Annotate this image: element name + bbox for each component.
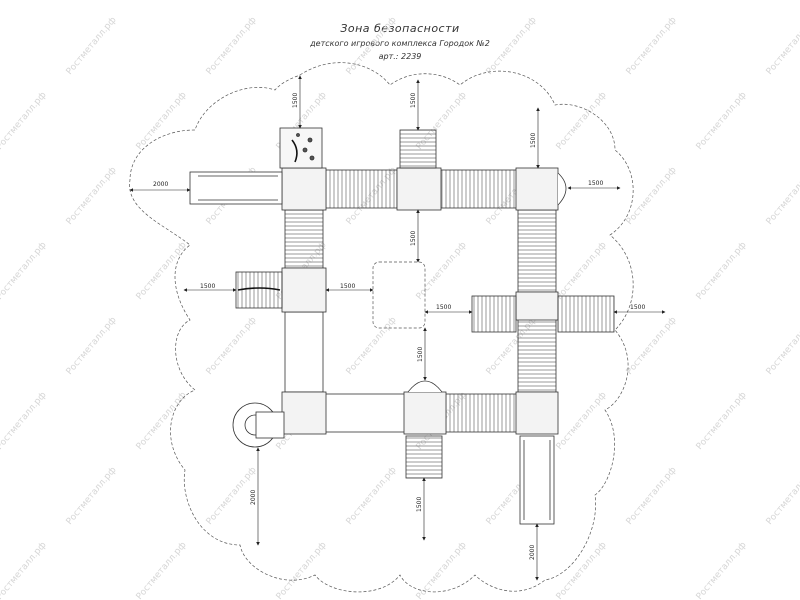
ladder-bottom xyxy=(405,435,443,479)
watermark-text: Ростметалл.рф xyxy=(135,540,189,600)
watermark-text: Ростметалл.рф xyxy=(345,315,399,377)
platform-bottom-right xyxy=(515,391,559,435)
bridge-bottom-right xyxy=(444,393,518,433)
safety-zone-outline xyxy=(129,62,634,593)
watermark-text: Ростметалл.рф xyxy=(65,465,119,527)
watermark-text: Ростметалл.рф xyxy=(695,540,749,600)
dim-center-lower: 1500 xyxy=(417,347,424,362)
ladder-right-inner xyxy=(471,295,517,333)
dim-top-ladder: 1500 xyxy=(410,93,417,108)
watermark-text: Ростметалл.рф xyxy=(65,165,119,227)
platform-left-mid xyxy=(281,267,327,313)
bridge-left-lower xyxy=(284,311,324,393)
climbing-wall xyxy=(279,127,323,169)
article-number: арт.: 2239 xyxy=(378,52,422,61)
dim-bottom-ladder: 1500 xyxy=(416,497,423,512)
bridge-right-lower xyxy=(517,317,557,393)
roof-bottom-mid xyxy=(407,380,443,393)
bridge-top-right xyxy=(439,169,519,209)
watermark-text: Ростметалл.рф xyxy=(415,0,469,2)
dim-right-top: 1500 xyxy=(588,180,603,187)
dim-left-middle: 1500 xyxy=(200,283,215,290)
slide-bottom-right xyxy=(519,435,555,525)
watermark-text: Ростметалл.рф xyxy=(65,15,119,77)
ladder-right-outer xyxy=(557,295,615,333)
watermark-text: Ростметалл.рф xyxy=(555,90,609,152)
watermark-text: Ростметалл.рф xyxy=(135,240,189,302)
dim-top-left-slide: 2000 xyxy=(153,181,168,188)
dim-center-left: 1500 xyxy=(340,283,355,290)
watermark-text: Ростметалл.рф xyxy=(555,390,609,452)
watermark-text: Ростметалл.рф xyxy=(135,0,189,2)
watermark-text: Ростметалл.рф xyxy=(555,0,609,2)
watermark-text: Ростметалл.рф xyxy=(695,90,749,152)
platform-top-right xyxy=(515,167,559,211)
dimension-labels: 2000 1500 1500 1500 1500 1500 1500 1500 … xyxy=(153,93,645,560)
dim-center-right: 1500 xyxy=(436,304,451,311)
watermark-text: Ростметалл.рф xyxy=(765,465,800,527)
watermark-text: Ростметалл.рф xyxy=(205,315,259,377)
dim-bottom-spiral: 2000 xyxy=(250,490,257,505)
bridge-top-left xyxy=(324,169,398,209)
watermark-text: Ростметалл.рф xyxy=(765,165,800,227)
watermark-text: Ростметалл.рф xyxy=(695,0,749,2)
platform-bottom-mid xyxy=(403,391,447,435)
watermark-text: Ростметалл.рф xyxy=(0,540,49,600)
watermark-text: Ростметалл.рф xyxy=(485,15,539,77)
watermark-text: Ростметалл.рф xyxy=(625,465,679,527)
dimension-lines xyxy=(129,75,666,581)
roof-top-right xyxy=(557,172,567,206)
watermark-text: Ростметалл.рф xyxy=(135,390,189,452)
watermark-text: Ростметалл.рф xyxy=(555,540,609,600)
bridge-left-upper xyxy=(284,209,324,269)
watermark-text: Ростметалл.рф xyxy=(275,0,329,2)
watermark-text: Ростметалл.рф xyxy=(205,15,259,77)
watermark-text: Ростметалл.рф xyxy=(555,240,609,302)
watermark-text: Ростметалл.рф xyxy=(135,90,189,152)
watermark-text: Ростметалл.рф xyxy=(625,315,679,377)
platform-top-mid xyxy=(396,167,442,211)
watermark-text: Ростметалл.рф xyxy=(765,15,800,77)
watermark-text: Ростметалл.рф xyxy=(415,240,469,302)
platform-top-left xyxy=(281,167,327,211)
watermark-text: Ростметалл.рф xyxy=(65,315,119,377)
drawing-subtitle: детского игрового комплекса Городок №2 xyxy=(310,39,490,48)
dim-center-vertical: 1500 xyxy=(410,231,417,246)
dim-bottom-slide: 2000 xyxy=(529,545,536,560)
center-zone xyxy=(372,261,426,329)
ladder-top xyxy=(399,129,437,169)
watermark-text: Ростметалл.рф xyxy=(765,315,800,377)
watermark-text: Ростметалл.рф xyxy=(0,390,49,452)
watermark-text: Ростметалл.рф xyxy=(345,465,399,527)
watermark-text: Ростметалл.рф xyxy=(695,240,749,302)
slide-top-left xyxy=(189,171,283,205)
watermark-text: Ростметалл.рф xyxy=(0,90,49,152)
dim-right-middle: 1500 xyxy=(630,304,645,311)
watermark-text: Ростметалл.рф xyxy=(0,240,49,302)
watermark-text: Ростметалл.рф xyxy=(625,15,679,77)
watermark-text: Ростметалл.рф xyxy=(345,15,399,77)
bridge-right-upper xyxy=(517,209,557,293)
watermark-text: Ростметалл.рф xyxy=(0,0,49,2)
ladder-left xyxy=(235,271,283,309)
watermark-text: Ростметалл.рф xyxy=(275,540,329,600)
title-block: Зона безопасности детского игрового комп… xyxy=(250,22,550,61)
drawing-title: Зона безопасности xyxy=(340,22,460,35)
watermark-text: Ростметалл.рф xyxy=(695,390,749,452)
dim-top-right: 1500 xyxy=(530,133,537,148)
platform-bottom-left xyxy=(281,391,327,435)
platform-right-mid xyxy=(515,291,559,321)
dim-top-climb: 1500 xyxy=(292,93,299,108)
bridge-bottom-left xyxy=(324,393,406,433)
